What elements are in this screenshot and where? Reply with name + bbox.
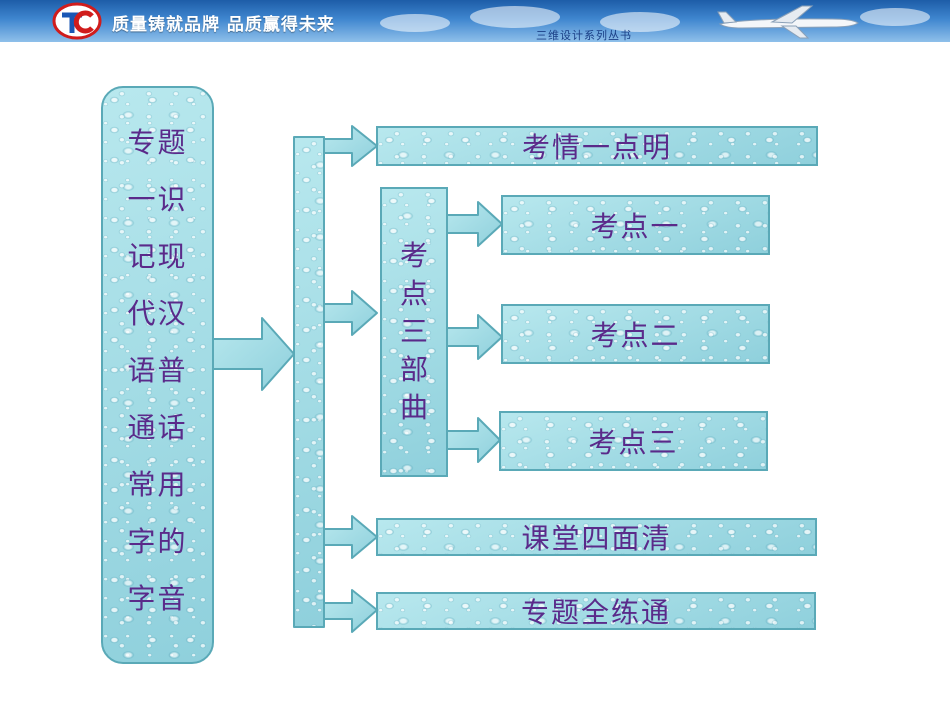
- arrow-to-kaodian-group: [323, 290, 378, 336]
- arrow-to-ketang: [323, 515, 378, 559]
- tc-logo-icon: [52, 2, 102, 40]
- section-kaodian-group: 考点三部曲: [380, 187, 448, 477]
- section-kaoqing: 考情一点明: [376, 126, 818, 166]
- section-kaodian-group-label: 考点三部曲: [399, 239, 428, 424]
- kaodian-item-1: 考点一: [501, 195, 770, 255]
- section-kaoqing-label: 考情一点明: [521, 131, 672, 164]
- kaodian-item-2-label: 考点二: [590, 319, 681, 352]
- header-banner: 质量铸就品牌 品质赢得未来 三维设计系列丛书: [0, 0, 950, 42]
- kaodian-item-1-label: 考点一: [590, 210, 681, 243]
- airplane-icon: [717, 5, 859, 39]
- arrow-to-kaodian-3: [445, 417, 501, 463]
- book-series-label: 三维设计系列丛书: [536, 29, 632, 42]
- header-slogan: 质量铸就品牌 品质赢得未来: [112, 15, 335, 35]
- kaodian-item-3-label: 考点三: [588, 426, 679, 459]
- arrow-topic-to-bar: [211, 317, 295, 391]
- section-ketang: 课堂四面清: [376, 518, 817, 556]
- arrow-to-kaodian-1: [445, 201, 503, 247]
- cloud-decoration: [470, 6, 560, 28]
- arrow-to-kaodian-2: [445, 314, 503, 360]
- topic-box: 专题一识记现代汉语普通话常用字的字音: [101, 86, 214, 664]
- topic-title: 专题一识记现代汉语普通话常用字的字音: [127, 126, 188, 615]
- section-lianxi-label: 专题全练通: [520, 596, 671, 629]
- arrow-to-lianxi: [323, 589, 378, 633]
- cloud-decoration: [860, 8, 930, 26]
- cloud-decoration: [600, 12, 680, 32]
- arrow-to-kaoqing: [323, 125, 378, 167]
- cloud-decoration: [380, 14, 450, 32]
- connector-bar: [293, 136, 325, 628]
- kaodian-item-2: 考点二: [501, 304, 770, 364]
- section-lianxi: 专题全练通: [376, 592, 816, 630]
- kaodian-item-3: 考点三: [499, 411, 768, 471]
- section-ketang-label: 课堂四面清: [521, 522, 672, 555]
